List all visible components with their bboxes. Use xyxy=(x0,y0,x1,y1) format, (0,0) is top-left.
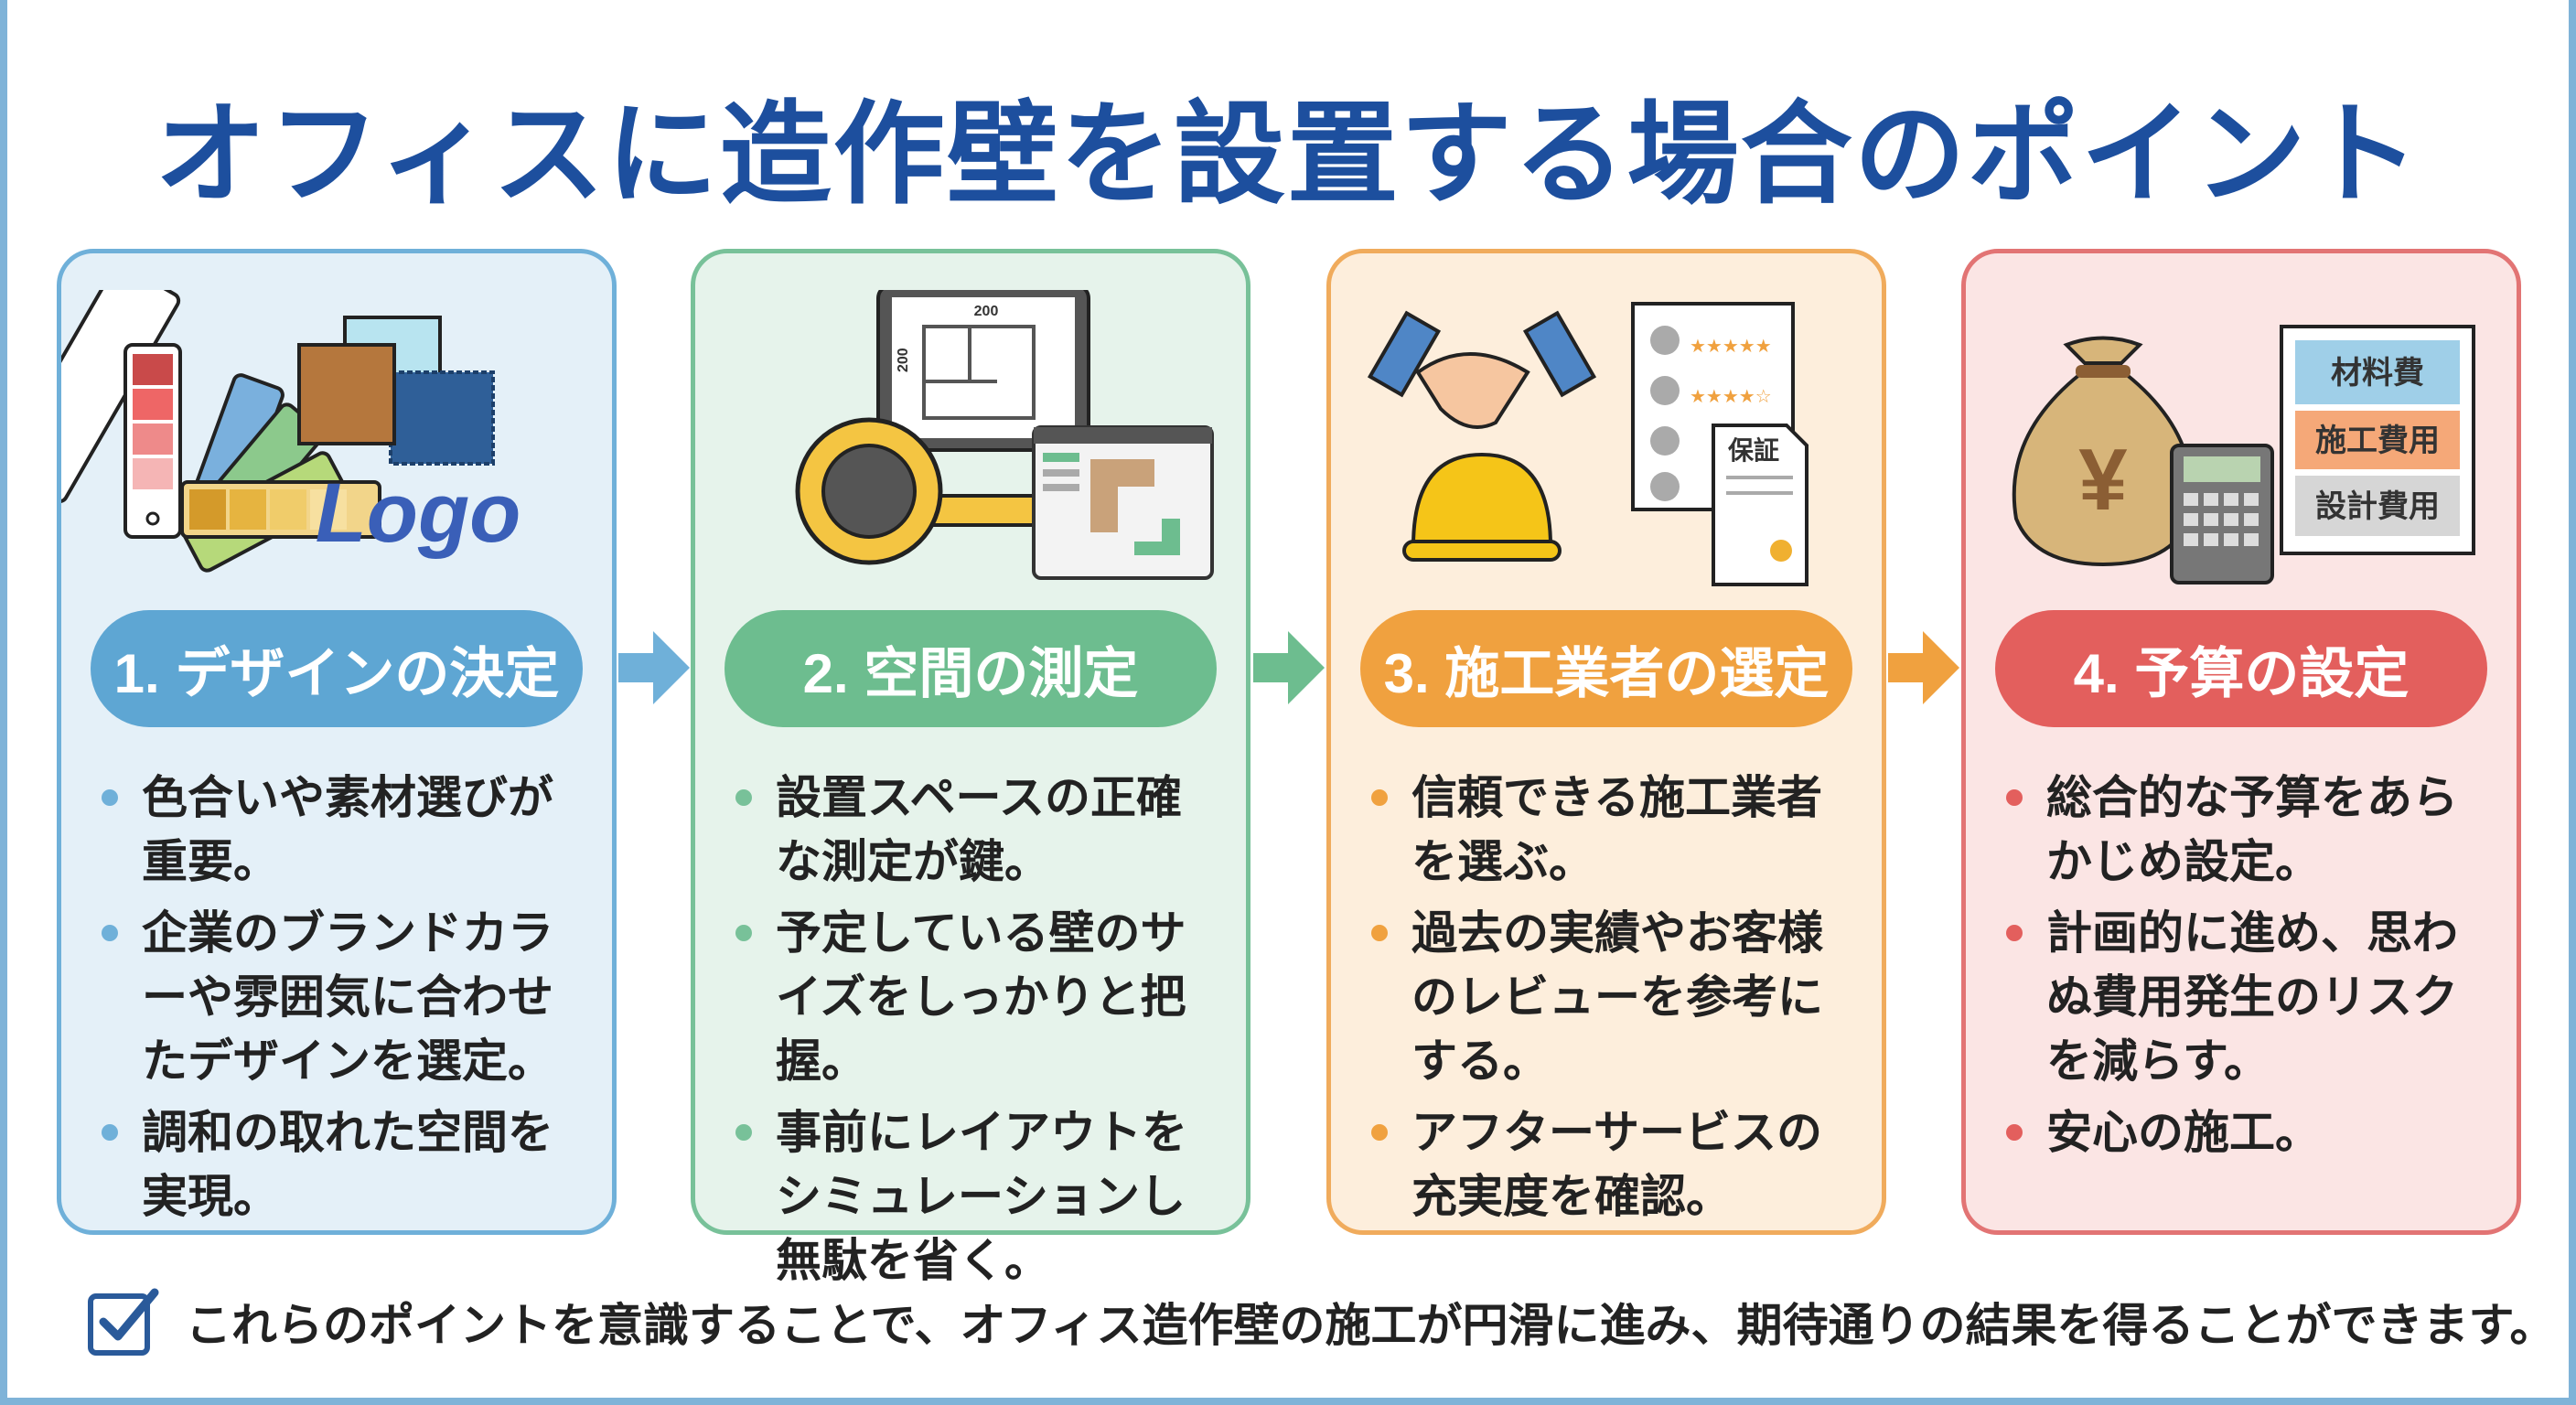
arrow-right-icon xyxy=(1253,631,1325,704)
bullet-list: 総合的な予算をあらかじめ設定。 計画的に進め、思わぬ費用発生のリスクを減らす。 … xyxy=(2002,766,2496,1172)
cost-breakdown-icon: 材料費 施工費用 設計費用 xyxy=(2280,325,2475,555)
list-item: 調和の取れた空間を実現。 xyxy=(98,1100,592,1228)
hard-hat-icon xyxy=(1402,452,1562,562)
list-item: 設置スペースの正確な測定が鍵。 xyxy=(732,766,1226,894)
step-heading: 2. 空間の測定 xyxy=(724,610,1217,727)
bullet-icon xyxy=(1371,1124,1388,1141)
list-item: 総合的な予算をあらかじめ設定。 xyxy=(2002,766,2496,894)
color-swatch-fan-icon xyxy=(0,262,381,573)
material-samples-icon xyxy=(297,316,495,466)
svg-text:★★★★★: ★★★★★ xyxy=(1690,337,1772,357)
tablet-floorplan-icon: 200 200 xyxy=(876,284,1090,452)
bullet-icon xyxy=(735,925,752,941)
yen-symbol: ¥ xyxy=(2078,431,2127,529)
warranty-label: 保証 xyxy=(1728,435,1779,465)
list-item: 過去の実績やお客様のレビューを参考にする。 xyxy=(1368,901,1862,1093)
step-heading: 1. デザインの決定 xyxy=(91,610,583,727)
cost-item-design: 設計費用 xyxy=(2315,489,2440,524)
warranty-document-icon: 保証 xyxy=(1712,424,1809,586)
list-item: 事前にレイアウトをシミュレーションし無駄を省く。 xyxy=(732,1100,1226,1292)
list-item: 計画的に進め、思わぬ費用発生のリスクを減らす。 xyxy=(2002,901,2496,1093)
bullet-list: 色合いや素材選びが重要。 企業のブランドカラーや雰囲気に合わせたデザインを選定。… xyxy=(98,766,592,1236)
layout-software-icon xyxy=(1032,425,1214,580)
bullet-icon xyxy=(2006,789,2023,806)
list-item: アフターサービスの充実度を確認。 xyxy=(1368,1100,1862,1228)
dimension-width-label: 200 xyxy=(974,304,999,319)
logo-text: Logo xyxy=(316,467,521,560)
bullet-list: 信頼できる施工業者を選ぶ。 過去の実績やお客様のレビューを参考にする。 アフター… xyxy=(1368,766,1862,1236)
bullet-icon xyxy=(735,1124,752,1141)
svg-text:★★★★☆: ★★★★☆ xyxy=(1690,387,1772,407)
cost-item-construction: 施工費用 xyxy=(2315,424,2440,458)
bullet-list: 設置スペースの正確な測定が鍵。 予定している壁のサイズをしっかりと把握。 事前に… xyxy=(732,766,1226,1300)
checkbox-checked-icon xyxy=(88,1288,159,1356)
page-title: オフィスに造作壁を設置する場合のポイント xyxy=(155,92,2421,217)
card-budget: ¥ 材料費 施工費用 設計費用 4. 予算の設定 総合的な予算をあらかじめ設定。 xyxy=(1961,249,2521,1235)
list-item: 企業のブランドカラーや雰囲気に合わせたデザインを選定。 xyxy=(98,901,592,1093)
bullet-icon xyxy=(1371,925,1388,941)
summary-footer: これらのポイントを意識することで、オフィス造作壁の施工が円滑に進み、期待通りの結… xyxy=(87,1281,2556,1363)
money-bag-icon: ¥ xyxy=(2012,336,2195,567)
bullet-icon xyxy=(2006,925,2023,941)
list-item: 安心の施工。 xyxy=(2002,1100,2496,1164)
step-heading: 4. 予算の設定 xyxy=(1995,610,2487,727)
bullet-icon xyxy=(1371,789,1388,806)
arrow-right-icon xyxy=(618,631,690,704)
design-illustration: Logo xyxy=(0,262,612,601)
card-design: Logo 1. デザインの決定 色合いや素材選びが重要。 企業のブランドカラーや… xyxy=(0,249,617,1236)
bullet-icon xyxy=(2006,1124,2023,1141)
bullet-icon xyxy=(735,789,752,806)
step-heading: 3. 施工業者の選定 xyxy=(1360,610,1852,727)
list-item: 信頼できる施工業者を選ぶ。 xyxy=(1368,766,1862,894)
tape-measure-icon xyxy=(795,417,1054,565)
list-item: 予定している壁のサイズをしっかりと把握。 xyxy=(732,901,1226,1093)
arrow-right-icon xyxy=(1888,631,1959,704)
card-contractor: ★★★★★ ★★★★☆ 保証 3. 施工業者の選定 信頼できる施工業者を選ぶ。 過… xyxy=(1326,249,1886,1235)
cost-item-materials: 材料費 xyxy=(2331,356,2424,391)
summary-text: これらのポイントを意識することで、オフィス造作壁の施工が円滑に進み、期待通りの結… xyxy=(186,1300,2556,1351)
card-measure: 200 200 2. 空間の測定 設置スペースの正確な測定が鍵。 予定している壁… xyxy=(691,249,1250,1286)
handshake-icon xyxy=(1367,310,1597,429)
budget-illustration: ¥ 材料費 施工費用 設計費用 xyxy=(1966,290,2517,601)
contractor-illustration: ★★★★★ ★★★★☆ 保証 xyxy=(1331,290,1882,601)
bullet-icon xyxy=(102,789,118,806)
dimension-height-label: 200 xyxy=(896,348,911,372)
calculator-icon xyxy=(2170,444,2274,585)
bullet-icon xyxy=(102,925,118,941)
measure-illustration: 200 200 xyxy=(695,284,1246,601)
list-item: 色合いや素材選びが重要。 xyxy=(98,766,592,894)
bullet-icon xyxy=(102,1124,118,1141)
